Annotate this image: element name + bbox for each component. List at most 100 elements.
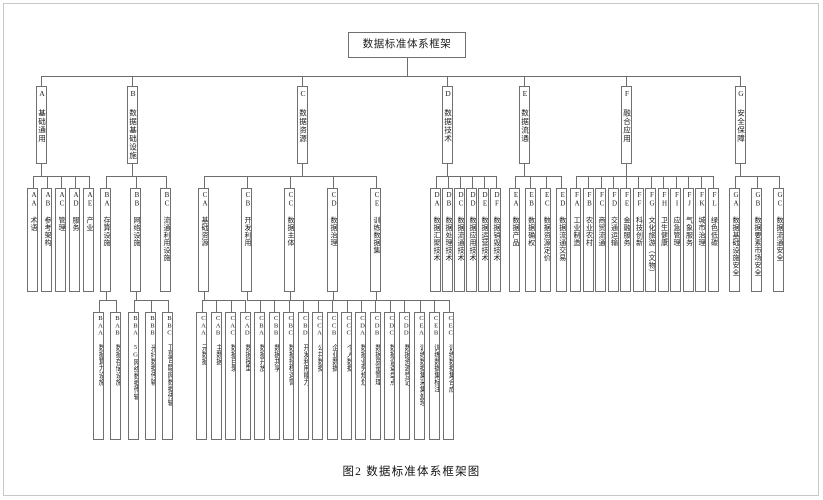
level3-drop-line-DE [483,176,485,188]
level4-bus-line-CD [332,300,405,301]
node-level3-AC[interactable]: AC 管理 [55,188,66,292]
node-level4-CDD[interactable]: CDD 数据资源登记 [398,312,410,440]
level3-drop-line-FG [650,176,652,188]
node-level4-CDC[interactable]: CDC 数据调查盘点 [384,312,396,440]
level3-drop-line-FB [588,176,589,188]
node-level3-AA[interactable]: AA 术语 [27,188,38,292]
level3-drop-line-BC [165,176,167,188]
level3-drop-line-DA [435,176,437,188]
node-level2-A[interactable]: A 基础通用 [35,86,47,164]
node-level3-CC[interactable]: CC 数据主体 [284,188,295,292]
node-level4-BBA[interactable]: BBA 5G网络数据传输 [128,312,139,440]
node-level3-DB[interactable]: DB 数据处理技术 [442,188,453,292]
node-level4-CAD[interactable]: CAD 数据模型 [239,312,251,440]
node-level3-CE[interactable]: CE 训练数据集 [370,188,381,292]
node-level4-BAA[interactable]: BAA 数据算力设施 [93,312,104,440]
node-level3-FA[interactable]: FA 工业制造 [570,188,581,292]
level3-parent-drop-B [132,164,133,176]
node-level4-CDB[interactable]: CDB 数据质量管理 [369,312,381,440]
node-level3-ED[interactable]: ED 数据流通交易 [555,188,567,292]
node-level3-DD[interactable]: DD 数据应用技术 [466,188,477,292]
level4-parent-drop-BA [105,292,107,300]
level4-drop-line-BAA [98,300,100,312]
node-level4-CCC[interactable]: CCC 个人数据 [341,312,353,440]
node-level3-FJ[interactable]: FJ 气象服务 [682,188,694,292]
node-level3-CD[interactable]: CD 数据治理 [327,188,338,292]
node-level3-FL[interactable]: FL 绿色低碳 [707,188,719,292]
node-level2-E[interactable]: E 数据流通 [518,86,530,164]
node-level3-AB[interactable]: AB 参考架构 [41,188,52,292]
node-level4-CAA[interactable]: CAA 元数据 [196,312,207,440]
node-level2-C[interactable]: C 数据资源 [296,86,308,164]
node-level3-CA[interactable]: CA 基础资源 [198,188,209,292]
node-level3-FH[interactable]: FH 卫生健康 [657,188,669,292]
node-level4-CAB[interactable]: CAB 主数据 [210,312,222,440]
node-level3-AE[interactable]: AE 产业 [83,188,94,292]
level3-drop-line-FF [638,176,639,188]
node-level4-CBD[interactable]: CBD 开发利用能力 [297,312,309,440]
level3-parent-drop-F [626,164,627,176]
level4-parent-drop-CB [246,292,248,300]
node-level4-CDA[interactable]: CDA 数据业务规划 [355,312,366,440]
node-level3-FC[interactable]: FC 商贸流通 [595,188,606,292]
node-level4-CEC[interactable]: CEC 训练数据集合成 [443,312,455,440]
level2-drop-line-A [41,76,42,86]
level3-drop-line-AD [74,176,76,188]
node-level4-BAB[interactable]: BAB 数据存储设施 [110,312,121,440]
node-level3-FG[interactable]: FG 文化旅游（文物） [645,188,656,292]
node-level3-DF[interactable]: DF 数据销毁技术 [490,188,501,292]
level3-drop-line-GA [734,176,736,188]
level3-parent-drop-E [524,164,525,176]
root-trunk-line [406,58,408,76]
level3-drop-line-EB [530,176,532,188]
node-level3-GA[interactable]: GA 数据基础设施安全 [729,188,740,292]
node-level3-FI[interactable]: FI 应急管理 [670,188,681,292]
level3-drop-line-FK [700,176,702,188]
level3-parent-drop-C [302,164,303,176]
node-level2-B[interactable]: B 数据基础设施 [126,86,138,164]
node-level4-CCA[interactable]: CCA 公共数据 [312,312,323,440]
node-level3-CB[interactable]: CB 开发利用 [241,188,252,292]
level4-drop-line-BBB [150,300,152,312]
level3-drop-line-AA [32,176,34,188]
node-level3-DC[interactable]: DC 数据流通技术 [454,188,465,292]
node-level3-FD[interactable]: FD 交通运输 [607,188,619,292]
node-level3-GC[interactable]: GC 数据流通安全 [773,188,784,292]
node-level3-FF[interactable]: FF 科技创新 [632,188,644,292]
node-level4-CAC[interactable]: CAC 数据目录 [225,312,237,440]
node-level3-BC[interactable]: BC 流通利用设施 [160,188,171,292]
node-level2-F[interactable]: F 融合应用 [620,86,632,164]
node-level4-BBC[interactable]: BBC 卫星互联网数据传输 [162,312,173,440]
level3-drop-line-CB [246,176,248,188]
node-level3-FK[interactable]: FK 城市治理 [695,188,706,292]
node-level2-G[interactable]: G 安全保障 [734,86,746,164]
node-level4-CCB[interactable]: CCB 企业数据 [326,312,338,440]
level4-drop-line-CDB [375,300,377,312]
node-level3-DA[interactable]: DA 数据汇聚技术 [430,188,441,292]
node-level2-D[interactable]: D 数据技术 [441,86,453,164]
node-level3-AD[interactable]: AD 服务 [69,188,80,292]
level3-drop-line-GB [756,176,758,188]
level3-drop-line-DC [459,176,461,188]
node-level4-CEA[interactable]: CEA 训练数据集采集处理 [414,312,425,440]
node-level3-EC[interactable]: EC 数据资源定价 [540,188,552,292]
node-level3-EB[interactable]: EB 数据确权 [524,188,536,292]
node-level3-GB[interactable]: GB 数据要素市场安全 [751,188,762,292]
node-level3-DE[interactable]: DE 数据运营技术 [478,188,489,292]
node-level3-BA[interactable]: BA 存算设施 [100,188,111,292]
node-level4-CEB[interactable]: CEB 训练数据集标注 [428,312,440,440]
node-level4-CBC[interactable]: CBC 数据授权运营 [283,312,295,440]
level4-drop-line-CDD [404,300,406,312]
level3-drop-line-EA [514,176,516,188]
node-level3-FB[interactable]: FB 农业农村 [582,188,594,292]
node-level4-CBB[interactable]: CBB 数据共享 [268,312,280,440]
node-level4-BBB[interactable]: BBB 光纤数据传输 [145,312,156,440]
level4-parent-drop-CA [203,292,205,300]
node-level3-FE[interactable]: FE 金融服务 [620,188,631,292]
root-node[interactable]: 数据标准体系框架 [348,32,466,58]
level4-drop-line-CBA [259,300,261,312]
level3-drop-line-DD [471,176,473,188]
node-level3-EA[interactable]: EA 数据产品 [509,188,520,292]
node-level3-BB[interactable]: BB 网络设施 [130,188,141,292]
node-level4-CBA[interactable]: CBA 数据开放 [254,312,265,440]
